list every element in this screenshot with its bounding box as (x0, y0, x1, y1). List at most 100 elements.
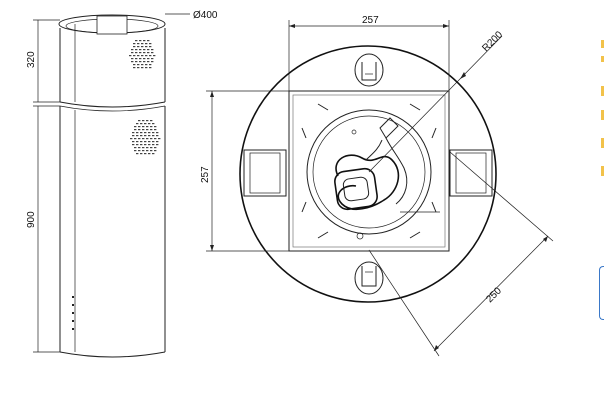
vent-slot (133, 43, 136, 45)
vent-slot (146, 126, 149, 128)
vent-slot (136, 153, 139, 155)
vent-slot (134, 150, 137, 152)
vent-slot (135, 58, 138, 60)
base-curve (59, 351, 166, 358)
vent-slot (139, 52, 142, 54)
ext-line-diag-2 (368, 249, 440, 357)
vent-slot (148, 123, 151, 125)
vent-slot (143, 49, 146, 51)
vent-slot (134, 126, 137, 128)
vent-slot (151, 52, 154, 54)
vent-slot (149, 43, 152, 45)
vent-slot (147, 49, 150, 51)
edge-accent (601, 110, 604, 120)
vent-slot (154, 126, 157, 128)
vent-slot (143, 58, 146, 60)
plate-height-label: 257 (200, 166, 211, 183)
vent-slot (150, 138, 153, 140)
vent-slot (150, 147, 153, 149)
vent-slot (136, 132, 139, 134)
height-900-label: 900 (26, 211, 37, 228)
vent-slot (154, 129, 157, 131)
vent-slot (144, 153, 147, 155)
vent-slot (131, 49, 134, 51)
vent-slot (138, 147, 141, 149)
fan-housing (306, 109, 432, 235)
vent-slot (147, 61, 150, 63)
vent-slot (148, 132, 151, 134)
vent-slot (142, 129, 145, 131)
radius-label: R200 (480, 29, 505, 54)
vent-slot (152, 144, 155, 146)
mounting-plate-inner (292, 94, 446, 248)
vent-slot (152, 132, 155, 134)
vent-slot (143, 52, 146, 54)
vent-slot (147, 52, 150, 54)
vent-slot (148, 135, 151, 137)
bottom-section-outline (59, 106, 166, 352)
vent-slot (137, 55, 140, 57)
section-joint (59, 101, 166, 108)
vent-slot (138, 120, 141, 122)
vent-slot (144, 123, 147, 125)
plan-view: 257 257 R200 250 (200, 15, 554, 357)
duct-right-inner (455, 152, 487, 194)
vent-slot (140, 153, 143, 155)
edge-panel-frame[interactable] (599, 266, 604, 320)
outer-circle (239, 45, 497, 303)
vent-slot (140, 135, 143, 137)
vent-slot (141, 55, 144, 57)
vent-slot (141, 67, 144, 69)
edge-accent (601, 166, 604, 176)
radius-arrow (460, 72, 466, 79)
diameter-label: Ø400 (193, 10, 218, 21)
vent-slot (146, 120, 149, 122)
vent-slot (139, 58, 142, 60)
vent-slot (149, 46, 152, 48)
vent-slot (140, 123, 143, 125)
vent-slot (138, 150, 141, 152)
vent-slot (148, 144, 151, 146)
vent-slot (130, 138, 133, 140)
vent-slot (153, 55, 156, 57)
duct-right (449, 149, 493, 197)
vent-slot (144, 141, 147, 143)
section-joint-inner (59, 105, 166, 112)
duct-left-inner (249, 152, 281, 194)
vent-slot (156, 141, 159, 143)
edge-accent (601, 40, 604, 48)
vent-slot (139, 61, 142, 63)
vent-slot (158, 138, 161, 140)
vent-slot (135, 61, 138, 63)
vent-slot (150, 126, 153, 128)
vent-grille-middle (130, 120, 161, 155)
vent-slot (147, 40, 150, 42)
vent-slot (145, 46, 148, 48)
vent-slot (132, 135, 135, 137)
vent-slot (142, 147, 145, 149)
vent-slot (133, 55, 136, 57)
clip-top (354, 53, 384, 87)
vent-slot (135, 52, 138, 54)
vent-slot (144, 135, 147, 137)
vent-slot (140, 141, 143, 143)
vent-slot (141, 46, 144, 48)
vent-slot (154, 150, 157, 152)
vent-slot (134, 147, 137, 149)
vent-slot (140, 144, 143, 146)
vent-slot (149, 64, 152, 66)
vent-slot (131, 58, 134, 60)
vent-slot (142, 120, 145, 122)
vent-slot (142, 138, 145, 140)
vent-slot (133, 67, 136, 69)
vent-slot (156, 132, 159, 134)
ext-line-diag-1 (449, 151, 554, 242)
vent-slot (136, 123, 139, 125)
edge-accent (601, 86, 604, 96)
diagonal-label: 250 (484, 285, 504, 305)
vent-slot (145, 67, 148, 69)
vent-slot (150, 129, 153, 131)
vent-slot (154, 138, 157, 140)
plate-slots (301, 103, 437, 239)
vent-slot (145, 64, 148, 66)
